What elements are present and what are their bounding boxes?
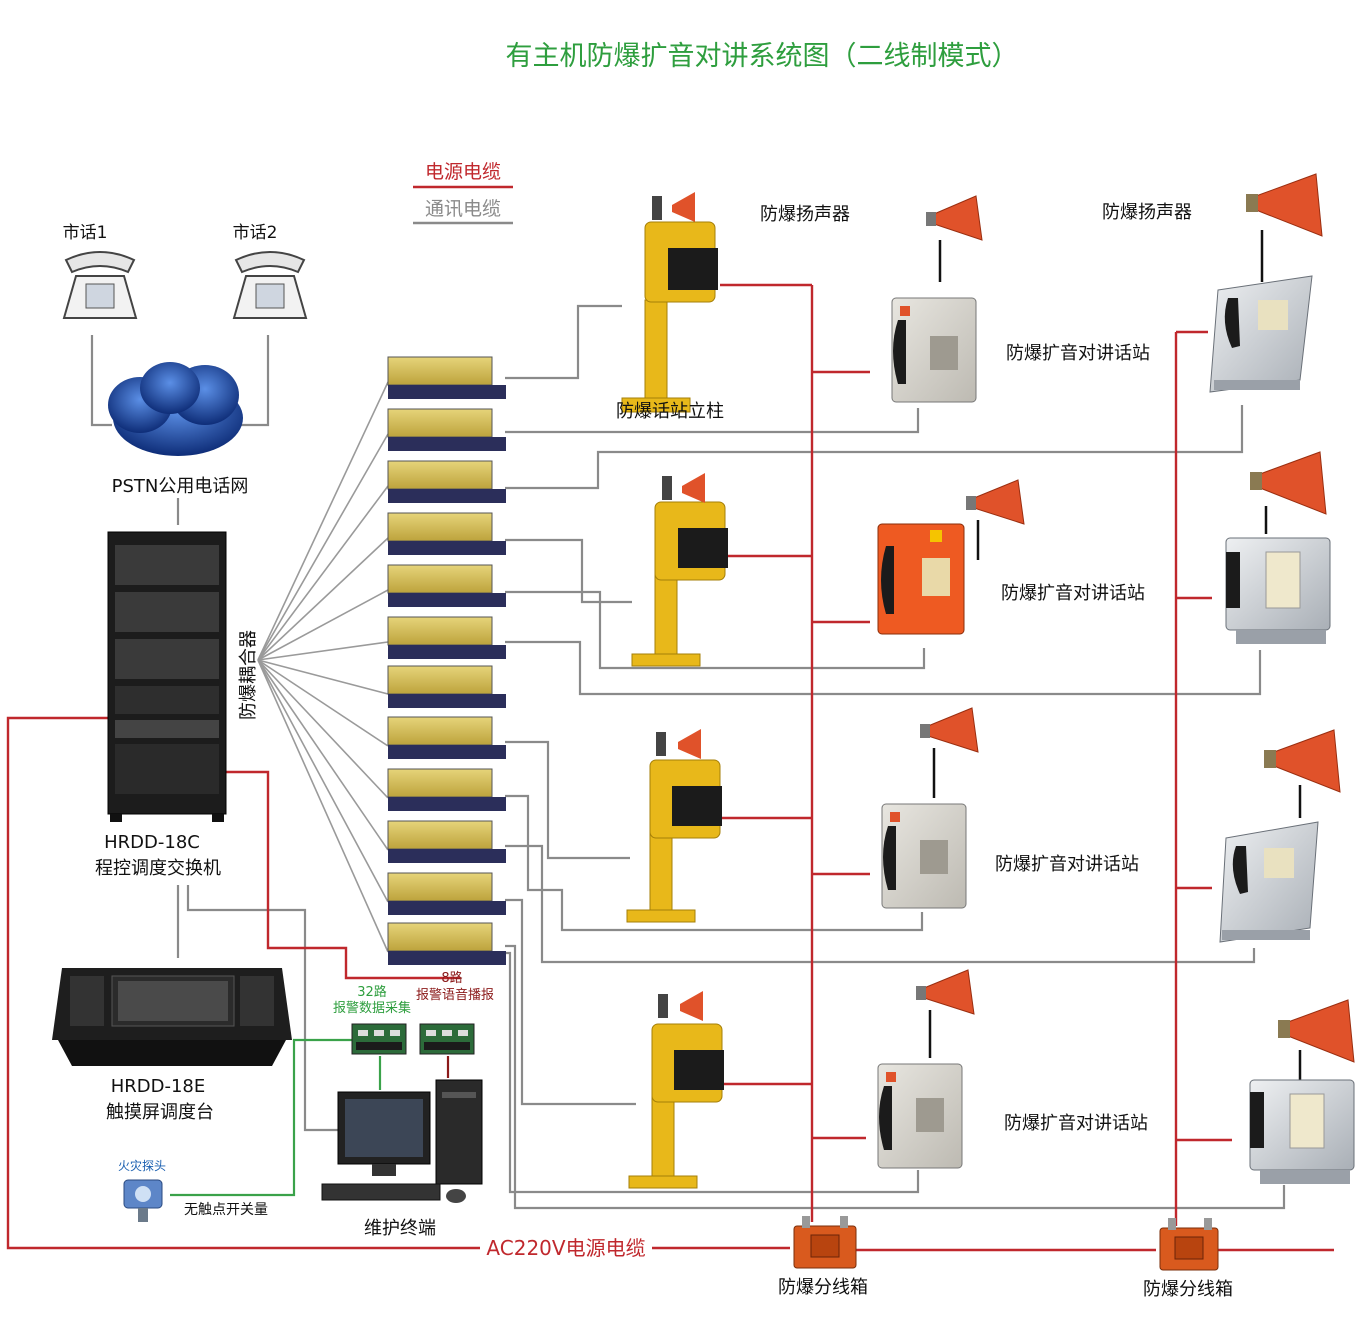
pstn-cloud: PSTN公用电话网	[108, 362, 248, 497]
speaker-label-group: 防爆扬声器 防爆扬声器	[760, 202, 1192, 225]
pillar-icon	[631, 473, 728, 667]
coupler-unit	[387, 820, 506, 863]
intercom-station-1: 防爆扩音对讲话站	[891, 297, 1150, 403]
horn-speaker-icon	[1264, 729, 1341, 793]
maintenance-terminal: 维护终端	[321, 1079, 483, 1239]
horn-speaker-icon	[966, 479, 1025, 525]
junction-box-icon	[793, 1216, 857, 1269]
pillar-icon	[628, 991, 724, 1189]
intercom-station-3: 防爆扩音对讲话站	[881, 803, 1139, 909]
coupler-unit	[387, 408, 506, 451]
alarm-data-board: 32路 报警数据采集	[333, 984, 411, 1055]
cloud-icon	[108, 362, 243, 456]
fire-detector-label: 火灾探头	[118, 1158, 166, 1173]
touch-console: HRDD-18E 触摸屏调度台	[52, 968, 292, 1123]
horn-speaker-icon	[1246, 173, 1323, 237]
city-phone-1: 市话1	[62, 223, 138, 319]
steel-station-icon	[1219, 821, 1319, 943]
coupler-unit	[387, 665, 506, 708]
steel-station-icon	[1225, 537, 1331, 644]
console-name-label: 触摸屏调度台	[106, 1102, 214, 1123]
speaker-label-2: 防爆扬声器	[1102, 202, 1192, 223]
coupler-unit	[387, 768, 506, 811]
switch-model-label: HRDD-18C	[104, 832, 200, 853]
pillar-station-4	[628, 991, 724, 1189]
voice-name-label: 报警语音播报	[416, 987, 494, 1003]
dry-contact-label: 无触点开关量	[184, 1202, 268, 1218]
intercom-station-icon	[881, 803, 967, 909]
junction-box-2-label: 防爆分线箱	[1143, 1279, 1233, 1300]
speaker-label-1: 防爆扬声器	[760, 204, 850, 225]
horn-speaker-icon	[916, 969, 975, 1015]
fire-detector: 火灾探头 无触点开关量	[118, 1158, 268, 1222]
terminal-label: 维护终端	[364, 1218, 436, 1239]
diagram-title: 有主机防爆扩音对讲系统图（二线制模式）	[506, 41, 1019, 72]
legend-comm-label: 通讯电缆	[425, 198, 501, 220]
intercom-station-2: 防爆扩音对讲话站	[877, 523, 1145, 635]
circuit-board-icon	[419, 1023, 475, 1055]
junction-box-1-label: 防爆分线箱	[778, 1277, 868, 1298]
intercom-station-4: 防爆扩音对讲话站	[877, 1063, 1148, 1169]
city-phone-1-label: 市话1	[63, 223, 108, 243]
intercom-station-icon	[891, 297, 977, 403]
alarm-wiring	[170, 1038, 450, 1197]
coupler-unit	[387, 356, 506, 399]
pillar-icon	[626, 729, 722, 923]
city-phone-2-label: 市话2	[233, 223, 278, 243]
data-count-label: 32路	[357, 984, 387, 1000]
gas-detector-icon	[123, 1179, 163, 1222]
pillar-station-2	[631, 473, 728, 667]
power-cables	[6, 283, 1334, 1252]
coupler-fan-lines	[257, 381, 389, 953]
coupler-label: 防爆耦合器	[238, 630, 259, 720]
data-name-label: 报警数据采集	[333, 1000, 411, 1016]
coupler-stack	[387, 356, 506, 965]
circuit-board-icon	[351, 1023, 407, 1055]
station-label-1: 防爆扩音对讲话站	[1006, 343, 1150, 364]
station-label-3: 防爆扩音对讲话站	[995, 854, 1139, 875]
junction-box-1: 防爆分线箱	[778, 1216, 868, 1298]
intercom-station-icon	[877, 523, 965, 635]
coupler-unit	[387, 460, 506, 503]
voice-count-label: 8路	[441, 970, 462, 986]
horn-speaker-icon	[920, 707, 979, 753]
station-label-4: 防爆扩音对讲话站	[1004, 1113, 1148, 1134]
server-rack-icon	[107, 531, 227, 822]
pillar-station-1: 防爆话站立柱	[616, 192, 724, 422]
intercom-station-icon	[877, 1063, 963, 1169]
horn-speaker-icon	[926, 195, 983, 241]
city-phone-2: 市话2	[232, 223, 308, 319]
coupler-unit	[387, 512, 506, 555]
dispatch-switch: HRDD-18C 程控调度交换机	[95, 531, 227, 879]
legend: 电源电缆 通讯电缆	[413, 161, 513, 225]
switch-name-label: 程控调度交换机	[95, 858, 221, 879]
junction-box-icon	[1159, 1218, 1219, 1271]
dispatch-console-icon	[52, 968, 292, 1066]
coupler-unit	[387, 564, 506, 607]
pillar-station-3	[626, 729, 722, 923]
communication-cables	[90, 304, 1286, 1210]
horn-speaker-icon	[1250, 451, 1327, 515]
steel-station-icon	[1249, 1079, 1355, 1184]
computer-icon	[321, 1079, 483, 1203]
ac-cable-label: AC220V电源电缆	[486, 1236, 645, 1260]
steel-station-icon	[1209, 275, 1313, 393]
legend-power-label: 电源电缆	[425, 161, 501, 183]
pillar-label: 防爆话站立柱	[616, 401, 724, 422]
pstn-label: PSTN公用电话网	[112, 476, 249, 497]
coupler-unit	[387, 872, 506, 915]
station-label-2: 防爆扩音对讲话站	[1001, 583, 1145, 604]
junction-box-2: 防爆分线箱	[1143, 1218, 1233, 1300]
horn-speaker-icon	[1278, 999, 1355, 1063]
telephone-icon	[62, 251, 138, 319]
coupler-unit	[387, 716, 506, 759]
telephone-icon	[232, 251, 308, 319]
alarm-voice-board: 8路 报警语音播报	[416, 970, 494, 1055]
coupler-unit	[387, 922, 506, 965]
coupler-unit	[387, 616, 506, 659]
console-model-label: HRDD-18E	[111, 1076, 206, 1097]
speaker-mast-lines	[928, 230, 1302, 1080]
pillar-icon	[621, 192, 718, 413]
